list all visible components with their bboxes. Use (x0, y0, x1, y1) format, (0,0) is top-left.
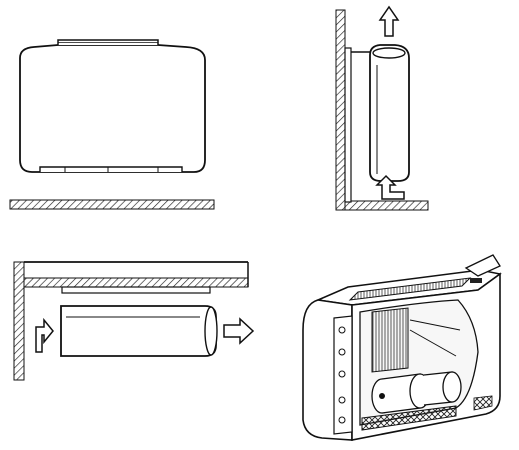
fan-assembly (371, 371, 462, 414)
unit-ceiling-profile (60, 305, 217, 357)
filter-bottom (361, 405, 457, 431)
front-view-on-floor (9, 39, 215, 210)
side-outlet (204, 306, 218, 356)
wall-hatch (335, 9, 346, 211)
top-outlet (372, 47, 406, 59)
arrow-up-bent-icon (375, 174, 405, 200)
wall-hatch (13, 261, 25, 381)
ceiling-mounted-view (13, 261, 255, 381)
bottom-base-strip (39, 166, 183, 172)
ceiling-hatch (23, 277, 249, 288)
arrow-right-icon (223, 317, 255, 345)
unit-body (19, 44, 206, 173)
floor-hatch (344, 200, 429, 211)
flap (464, 254, 501, 277)
floor-hatch (9, 199, 215, 210)
arrow-up-icon (378, 5, 400, 37)
heat-exchanger-coil (371, 307, 409, 373)
unit-side-profile (369, 44, 410, 182)
cutaway-perspective-view (302, 254, 502, 441)
arrow-right-bent-icon (35, 317, 54, 353)
side-view-wall-mounted (335, 5, 429, 211)
